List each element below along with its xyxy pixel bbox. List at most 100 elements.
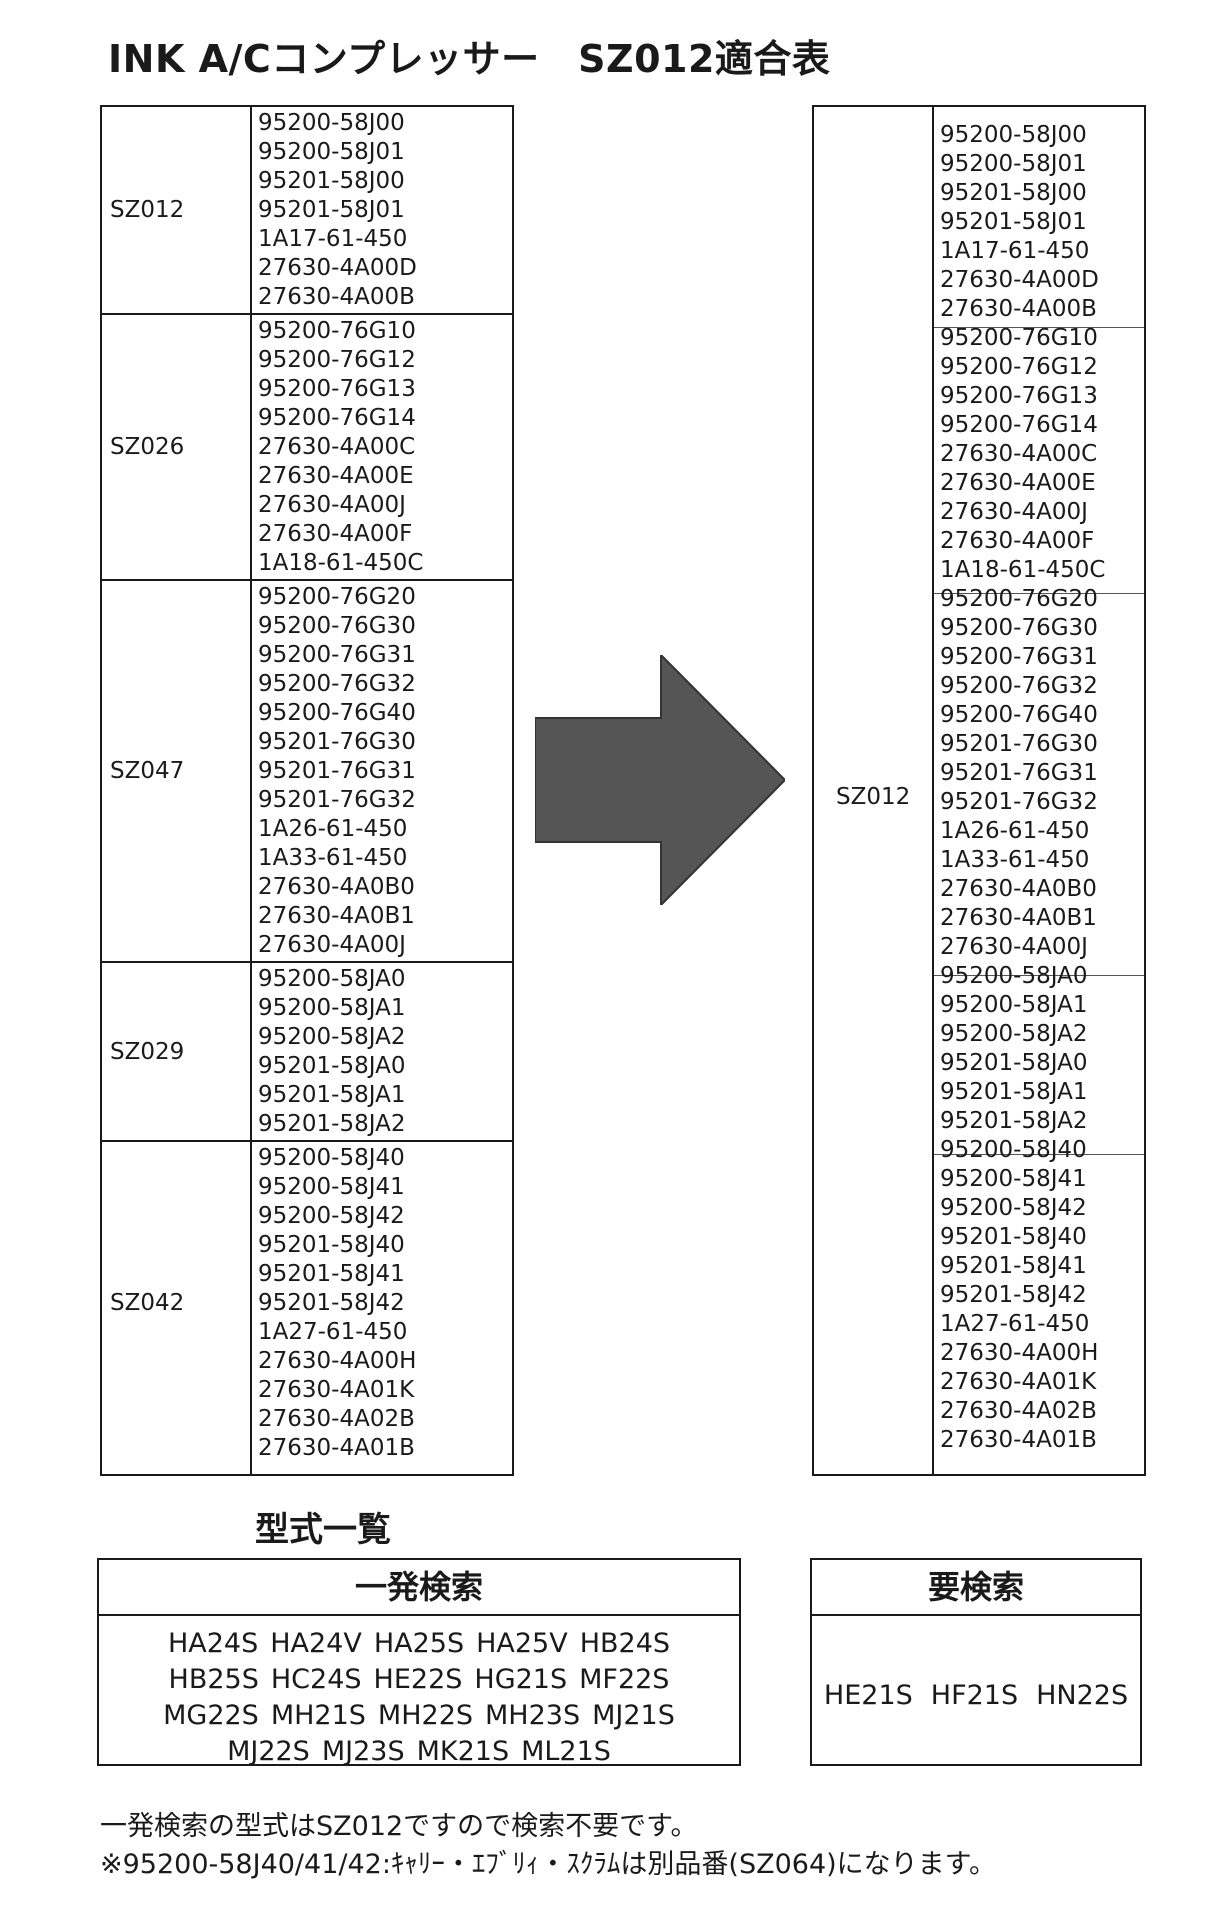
part-number: 27630-4A00C [258, 434, 416, 460]
replacement-part-number: 95200-76G40 [940, 702, 1098, 728]
model-code: HA24S [167, 1628, 259, 1659]
search-required-title: 要検索 [812, 1560, 1140, 1616]
model-code: MH23S [485, 1700, 581, 1731]
model-code: MJ22S [227, 1736, 310, 1767]
replacement-part-number: 95200-58J42 [940, 1195, 1087, 1221]
model-code: HF21S [930, 1680, 1019, 1711]
replacement-part-number: 95201-58J40 [940, 1224, 1087, 1250]
part-number: 95200-58JA0 [258, 966, 406, 992]
replacement-part-number: 27630-4A00E [940, 470, 1096, 496]
replacement-part-number: 95200-58JA1 [940, 992, 1088, 1018]
part-number: 27630-4A01K [258, 1377, 415, 1403]
replacement-part-number: 27630-4A00B [940, 296, 1097, 322]
replacement-part-number: 95200-76G32 [940, 673, 1098, 699]
part-number: 95201-76G31 [258, 758, 416, 784]
part-number: 27630-4A00J [258, 492, 406, 518]
model-code: MJ23S [321, 1736, 405, 1767]
part-number: 27630-4A02B [258, 1406, 415, 1432]
model-code: MF22S [579, 1664, 670, 1695]
part-number: 1A17-61-450 [258, 226, 408, 252]
note-exception: ※95200-58J40/41/42:ｷｬﾘｰ・ｴﾌﾞﾘｨ・ｽｸﾗﾑは別品番(S… [100, 1849, 996, 1880]
replacement-part-number: 27630-4A0B0 [940, 876, 1097, 902]
part-number: 95201-58JA2 [258, 1111, 406, 1137]
replacement-part-number: 95200-76G14 [940, 412, 1098, 438]
model-code: HA25V [476, 1628, 568, 1659]
replacement-part-number: 95201-58JA0 [940, 1050, 1088, 1076]
model-code: HC24S [270, 1664, 362, 1695]
part-number: 27630-4A00E [258, 463, 414, 489]
part-number: 27630-4A00D [258, 255, 417, 281]
replacement-part-number: 95200-76G20 [940, 586, 1098, 612]
part-number: 95200-76G13 [258, 376, 416, 402]
replacement-part-number: 27630-4A00J [940, 934, 1088, 960]
replacement-part-number: 95201-58JA2 [940, 1108, 1088, 1134]
part-number: 27630-4A01B [258, 1435, 415, 1461]
replacement-part-number: 1A17-61-450 [940, 238, 1090, 264]
replacement-part-number: 95201-58J01 [940, 209, 1087, 235]
replacement-part-number: 95200-58J00 [940, 122, 1087, 148]
direct-search-title: 一発検索 [99, 1560, 739, 1616]
replacement-part-number: 27630-4A00F [940, 528, 1095, 554]
part-number: 95201-76G30 [258, 729, 416, 755]
model-code: MH21S [270, 1700, 366, 1731]
part-number: 95200-58J01 [258, 139, 405, 165]
part-number: 27630-4A0B1 [258, 903, 415, 929]
replacement-part-number: 95201-58J00 [940, 180, 1087, 206]
part-number: 95201-58J40 [258, 1232, 405, 1258]
part-number: 1A18-61-450C [258, 550, 424, 576]
part-number: 95200-76G14 [258, 405, 416, 431]
notes: 一発検索の型式はSZ012ですので検索不要です。 ※95200-58J40/41… [100, 1808, 996, 1884]
column-divider [932, 107, 934, 1474]
model-code: MH22S [377, 1700, 474, 1731]
part-number: 95200-58J00 [258, 110, 405, 136]
part-number: 95200-76G30 [258, 613, 416, 639]
replacement-part-number: 95201-76G30 [940, 731, 1098, 757]
model-code: ML21S [521, 1736, 611, 1767]
replacement-part-number: 1A26-61-450 [940, 818, 1090, 844]
part-number: 95200-76G10 [258, 318, 416, 344]
compatibility-table-original: SZ012 95200-58J00 95200-58J01 95201-58J00 95… [100, 105, 514, 1476]
note-direct-search: 一発検索の型式はSZ012ですので検索不要です。 [100, 1811, 698, 1842]
part-number: 95200-58JA1 [258, 995, 406, 1021]
type-label: SZ026 [110, 434, 185, 460]
part-number-list: 95200-76G10 95200-76G12 95200-76G13 95200-7… [258, 317, 423, 578]
right-arrow-icon [535, 655, 785, 905]
page-title: INK A/Cコンプレッサー SZ012適合表 [108, 37, 831, 81]
replacement-part-number: 27630-4A00D [940, 267, 1099, 293]
replacement-part-number: 95201-58JA1 [940, 1079, 1088, 1105]
replacement-part-number: 27630-4A00C [940, 441, 1098, 467]
model-row: MG22S MH21S MH22S MH23S MJ21S [99, 1698, 739, 1734]
part-number: 95201-58JA0 [258, 1053, 406, 1079]
replacement-part-number: 27630-4A01B [940, 1427, 1097, 1453]
replacement-part-number: 1A27-61-450 [940, 1311, 1090, 1337]
replacement-part-number: 95201-58J42 [940, 1282, 1087, 1308]
model-code: MG22S [163, 1700, 259, 1731]
replacement-part-number: 95201-76G32 [940, 789, 1098, 815]
group-separator [934, 593, 1144, 594]
replacement-part-number: 95200-58J40 [940, 1137, 1087, 1163]
model-code: HA24V [270, 1628, 362, 1659]
type-label: SZ012 [110, 197, 185, 223]
part-number: 95200-76G12 [258, 347, 416, 373]
part-number: 95201-58J00 [258, 168, 405, 194]
part-number: 95200-58J42 [258, 1203, 405, 1229]
part-number: 95200-58J40 [258, 1145, 405, 1171]
model-code: MJ21S [592, 1700, 675, 1731]
part-number: 95201-58J42 [258, 1290, 405, 1316]
model-code: HE21S [823, 1680, 913, 1711]
part-number: 27630-4A00H [258, 1348, 417, 1374]
part-number: 27630-4A00F [258, 521, 413, 547]
replacement-part-number: 95200-76G30 [940, 615, 1098, 641]
part-number: 1A33-61-450 [258, 845, 408, 871]
part-number: 1A26-61-450 [258, 816, 408, 842]
